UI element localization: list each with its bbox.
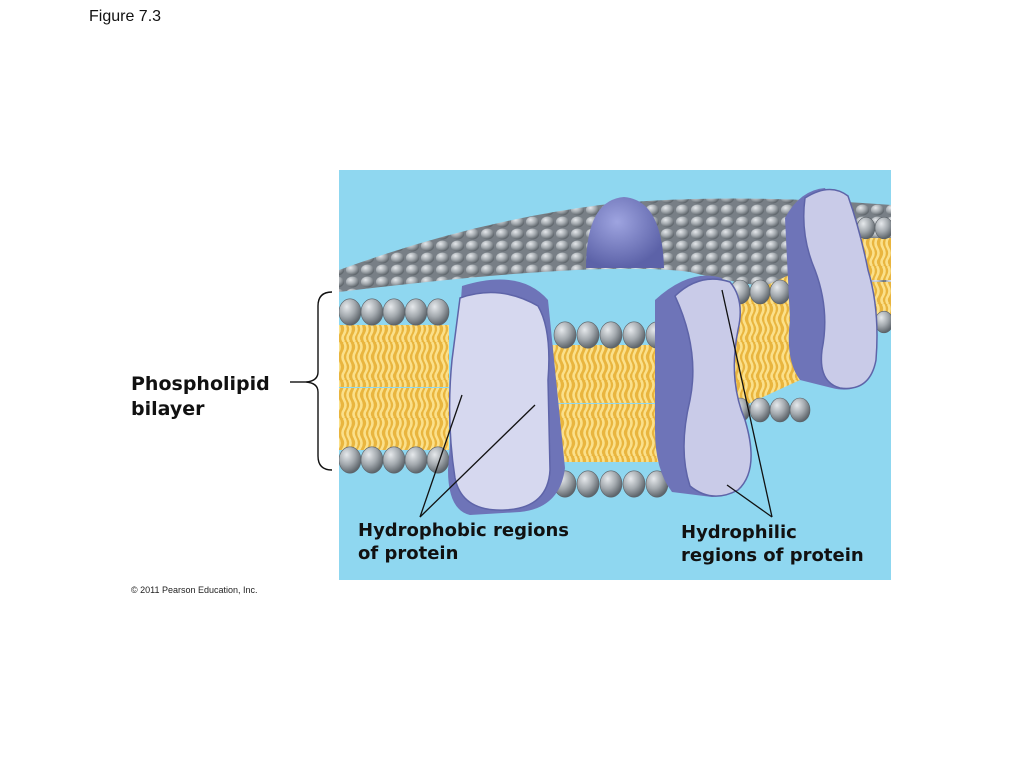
phospholipid-head [404,446,428,474]
protein-1-face [448,291,551,511]
lipid-tails-left-lower [339,388,449,450]
phospholipid-head [360,298,384,326]
lipid-tails-middle-lower [550,404,675,462]
phospholipid-head [339,446,362,474]
phospholipid-head [360,446,384,474]
lipid-tails-left-upper [339,325,449,387]
phospholipid-head [576,321,600,349]
lipid-tails-middle-upper [550,345,675,403]
phospholipid-head [599,321,623,349]
phospholipid-bilayer-label: Phospholipid bilayer [131,372,270,421]
hydrophobic-regions-label: Hydrophobic regions of protein [358,519,569,566]
phospholipid-head [622,321,646,349]
phospholipid-head [382,446,406,474]
figure-title: Figure 7.3 [89,8,162,25]
hydrophobic-label-line-2: of protein [358,543,459,565]
phospholipid-head [749,279,771,305]
phospholipid-head [749,397,771,423]
phospholipid-head [769,397,791,423]
phospholipid-head [382,298,406,326]
bilayer-label-line-1: Phospholipid [131,373,270,395]
hydrophilic-regions-label: Hydrophilic regions of protein [681,521,864,568]
hydrophobic-pointer-1 [419,394,463,518]
hydrophilic-label-line-2: regions of protein [681,545,864,567]
phospholipid-head [622,470,646,498]
lipid-tails-angled [735,270,800,410]
phospholipid-head [339,298,362,326]
phospholipid-head [576,470,600,498]
hydrophilic-label-line-1: Hydrophilic [681,522,797,543]
protein-3-face [803,188,878,390]
bilayer-label-line-2: bilayer [131,397,205,420]
phospholipid-head [426,446,450,474]
hydrophobic-pointer-2 [419,404,536,518]
phospholipid-head [874,310,891,334]
phospholipid-head [874,216,891,240]
peripheral-protein [586,197,664,268]
phospholipid-head [599,470,623,498]
phospholipid-head [769,279,791,305]
hydrophilic-pointer-1 [721,289,773,518]
bilayer-bracket [305,291,333,471]
phospholipid-head [426,298,450,326]
hydrophilic-pointer-2 [726,484,773,518]
phospholipid-head [553,321,577,349]
phospholipid-head [404,298,428,326]
phospholipid-head [789,397,811,423]
hydrophobic-label-line-1: Hydrophobic regions [358,520,570,541]
copyright-notice: © 2011 Pearson Education, Inc. [131,585,258,595]
